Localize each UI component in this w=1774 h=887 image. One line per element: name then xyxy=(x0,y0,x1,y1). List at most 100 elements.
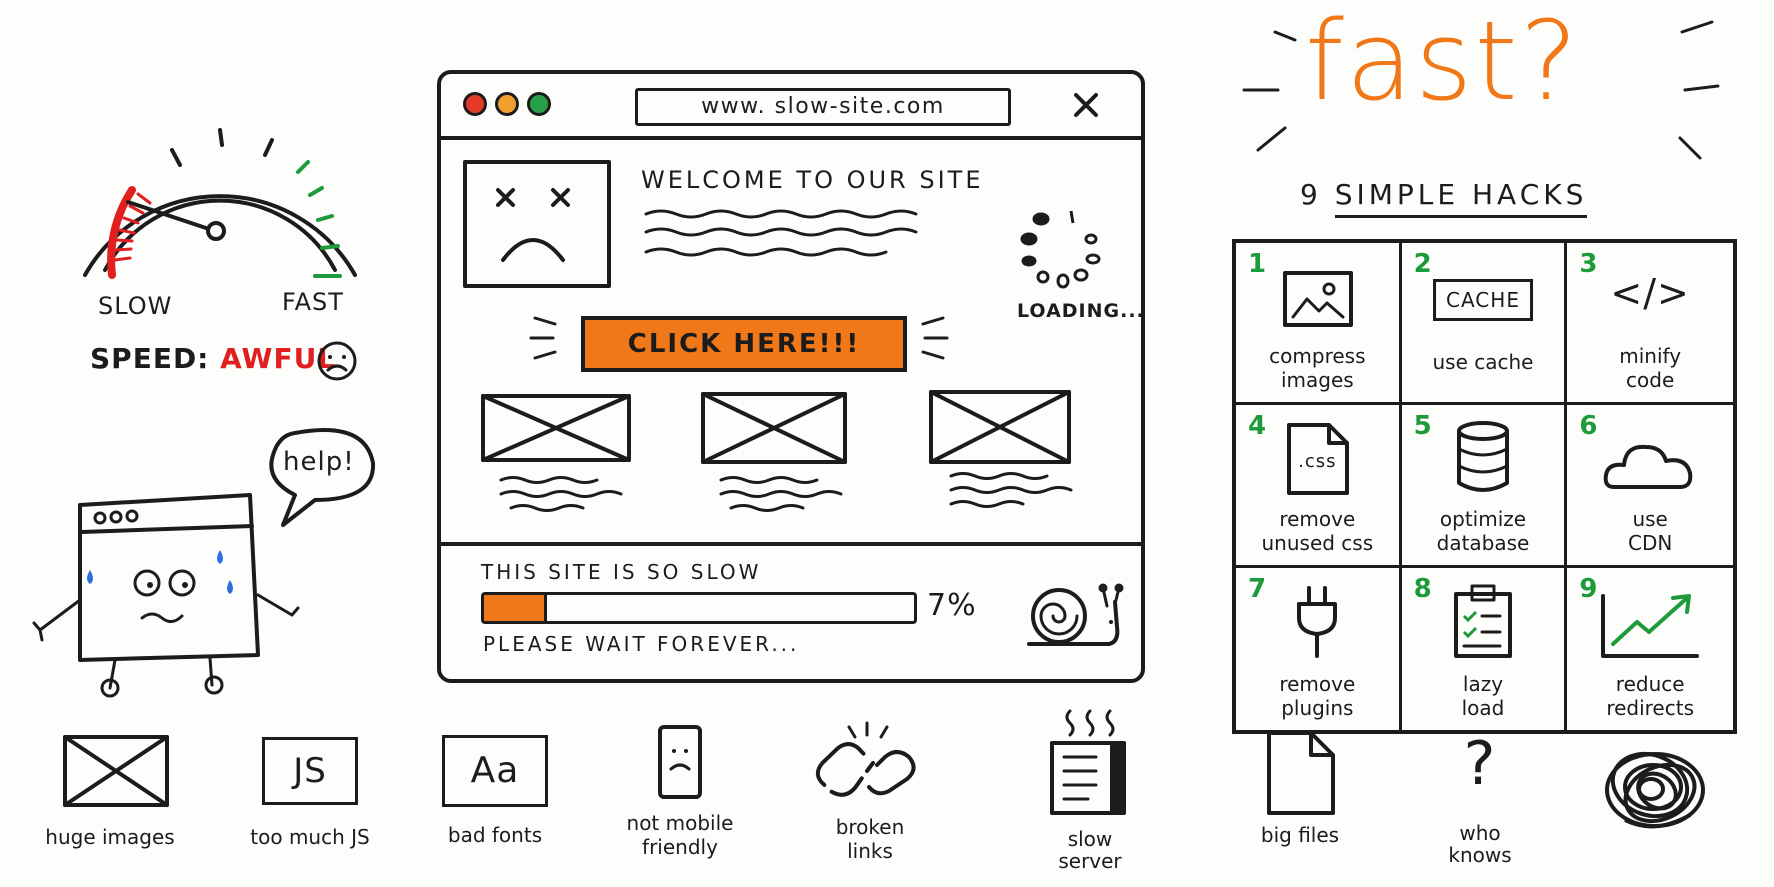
progress-percent: 7% xyxy=(927,588,977,623)
loading-label: LOADING... xyxy=(1017,300,1145,322)
speed-readout: SPEED: AWFUL xyxy=(90,342,336,375)
problem-label-line-1: not mobile xyxy=(626,811,734,835)
file-icon xyxy=(1267,731,1335,815)
hack-label: minify code xyxy=(1567,344,1733,392)
hack-label-line-1: compress xyxy=(1269,344,1366,369)
placeholder-text-lines xyxy=(644,209,918,257)
snail-icon xyxy=(1027,583,1124,646)
hack-item: 1 compress images xyxy=(1236,243,1402,406)
hack-label-line-2: database xyxy=(1436,530,1530,555)
hack-number: 9 xyxy=(1579,573,1598,604)
hack-label-line-2: code xyxy=(1626,368,1675,393)
close-icon[interactable] xyxy=(1073,92,1099,118)
problem-item xyxy=(1590,727,1720,850)
hack-item: 6 use CDN xyxy=(1567,405,1733,568)
cache-icon: CACHE xyxy=(1433,279,1533,321)
bubble-text: help! xyxy=(283,447,355,477)
hacks-subtitle: SIMPLE HACKS xyxy=(1334,178,1588,218)
hacks-count: 9 xyxy=(1300,178,1322,211)
hack-item: 5 optimize database xyxy=(1401,405,1568,568)
hack-item: 3 </> minify code xyxy=(1567,243,1733,406)
progress-bar xyxy=(481,592,917,624)
problem-label: huge images xyxy=(45,825,175,849)
slow-site-browser-window: www. slow-site.com WELCOME TO OUR SITE L… xyxy=(437,70,1145,683)
hack-label: remove plugins xyxy=(1236,672,1399,720)
problem-label-line-2: server xyxy=(1058,849,1122,873)
fast-title: fast? xyxy=(1305,0,1580,125)
problem-item: JS too much JS xyxy=(230,727,390,849)
hack-label-line-2: unused css xyxy=(1261,530,1374,555)
problem-item: big files xyxy=(1230,727,1370,847)
hack-label-line-1: reduce xyxy=(1615,671,1685,696)
css-file-icon xyxy=(1287,423,1350,496)
progress-fill xyxy=(484,595,548,621)
problem-label-line-1: broken xyxy=(835,815,905,839)
hack-label-line-2: load xyxy=(1461,695,1505,720)
hack-number: 7 xyxy=(1248,573,1267,604)
hack-item: 8 lazy load xyxy=(1402,567,1568,730)
hack-label-line-1: remove xyxy=(1279,506,1356,531)
welcome-heading: WELCOME TO OUR SITE xyxy=(641,166,984,194)
css-file-label: .css xyxy=(1298,451,1337,473)
sad-browser-mascot-icon xyxy=(32,493,300,698)
image-icon xyxy=(1283,271,1354,327)
font-icon: Aa xyxy=(442,735,548,807)
url-bar[interactable]: www. slow-site.com xyxy=(635,88,1011,126)
problem-label-line-2: friendly xyxy=(642,835,718,859)
broken-link-icon xyxy=(815,721,916,797)
gauge-fast-label: FAST xyxy=(282,288,344,316)
wait-text: PLEASE WAIT FOREVER... xyxy=(483,632,800,656)
problem-label-line-1: who xyxy=(1459,821,1501,845)
scribble-icon xyxy=(1605,751,1705,829)
speed-label: SPEED: xyxy=(90,342,210,375)
hack-label: compress images xyxy=(1236,344,1399,392)
hack-label-line-1: use xyxy=(1632,506,1668,531)
hack-label: use CDN xyxy=(1567,507,1733,555)
hack-label-line-2: images xyxy=(1280,368,1354,393)
emphasis-lines-left-icon xyxy=(529,316,557,360)
problem-label: too much JS xyxy=(250,825,370,849)
hot-server-icon xyxy=(1050,709,1126,815)
cloud-icon xyxy=(1603,445,1693,490)
clipboard-checklist-icon xyxy=(1453,584,1512,658)
problem-label: big files xyxy=(1260,823,1340,847)
close-dot-icon[interactable] xyxy=(463,92,487,116)
hack-number: 1 xyxy=(1248,249,1267,279)
sad-face-image-icon xyxy=(463,160,611,288)
hack-label: reduce redirects xyxy=(1567,672,1733,720)
code-icon: </> xyxy=(1610,271,1690,315)
sad-phone-icon xyxy=(658,725,702,799)
browser-chrome-bar: www. slow-site.com xyxy=(441,74,1141,140)
hack-label-line-2: redirects xyxy=(1606,695,1694,720)
broken-image-icon xyxy=(63,735,169,807)
hack-label-line-2: plugins xyxy=(1281,695,1354,720)
problem-label-line-2: knows xyxy=(1448,843,1512,867)
hack-item: 2 CACHE use cache xyxy=(1401,243,1568,406)
problem-item: broken links xyxy=(800,721,940,863)
js-icon: JS xyxy=(262,737,358,805)
emphasis-lines-right-icon xyxy=(921,316,949,360)
database-icon xyxy=(1456,421,1509,493)
problem-item: Aa bad fonts xyxy=(420,727,570,847)
broken-image-placeholders xyxy=(481,390,1073,512)
slow-status-section: THIS SITE IS SO SLOW 7% PLEASE WAIT FORE… xyxy=(441,542,1141,679)
hack-number: 3 xyxy=(1579,249,1598,279)
gauge-slow-label: SLOW xyxy=(98,292,173,320)
problem-item: slow server xyxy=(1020,709,1160,873)
problem-item: ? who knows xyxy=(1410,727,1550,867)
click-here-button[interactable]: CLICK HERE!!! xyxy=(581,316,907,372)
problem-label-line-2: links xyxy=(847,839,893,863)
sad-face-icon xyxy=(317,341,357,381)
trend-up-icon xyxy=(1601,593,1700,658)
problem-item: not mobile friendly xyxy=(610,725,750,859)
maximize-dot-icon[interactable] xyxy=(527,92,551,116)
hack-label: use cache xyxy=(1402,350,1565,374)
burst-lines-icon xyxy=(1242,20,1720,160)
hack-label-line-1: use cache xyxy=(1432,350,1534,375)
speed-value: AWFUL xyxy=(220,342,337,375)
minimize-dot-icon[interactable] xyxy=(495,92,519,116)
hack-item: 7 remove plugins xyxy=(1236,567,1402,730)
hack-item: 9 reduce redirects xyxy=(1567,568,1733,730)
hack-number: 4 xyxy=(1248,411,1267,442)
hack-label: lazy load xyxy=(1402,672,1565,720)
